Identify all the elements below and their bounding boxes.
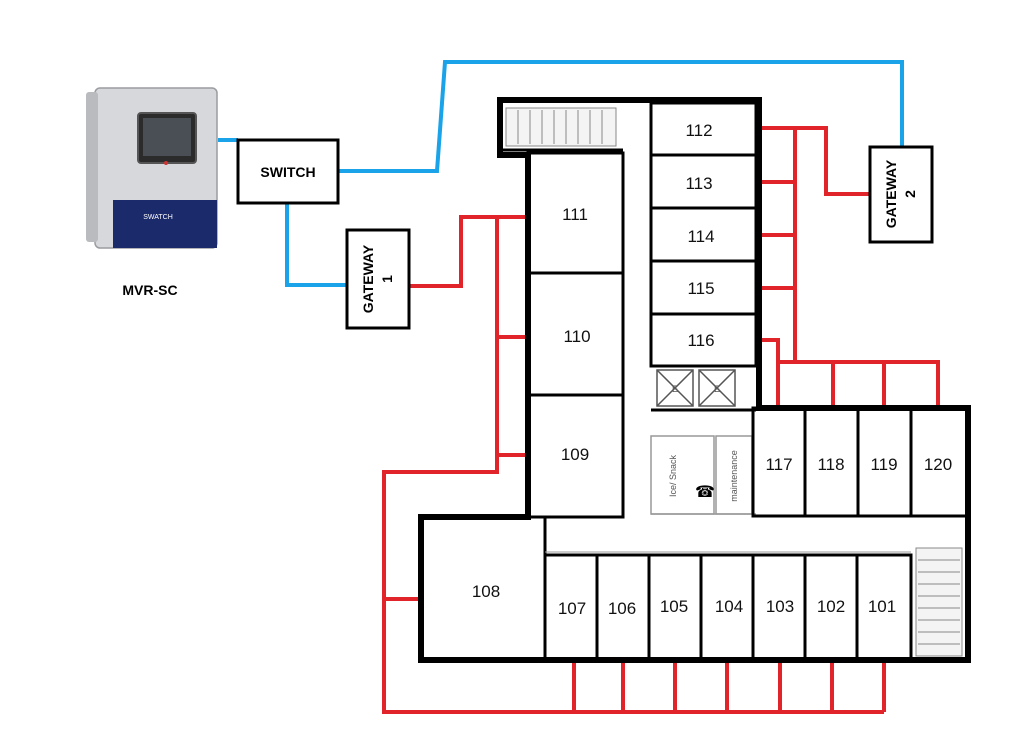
- ethernet-cables: [218, 60, 904, 287]
- device-name-label: MVR-SC: [122, 282, 177, 298]
- gateway-2-number: 2: [902, 190, 918, 198]
- gateway-1-label: GATEWAY: [360, 244, 376, 313]
- floor-plan: [418, 97, 971, 663]
- room-120: [909, 406, 970, 518]
- ice-snack-label: Ice/ Snack: [668, 454, 678, 497]
- room-109: [526, 393, 625, 519]
- room-119-label: 119: [870, 455, 897, 474]
- room-120-label: 120: [924, 455, 952, 474]
- elevator-1-label: E: [672, 384, 678, 394]
- room-117-label: 117: [765, 455, 792, 474]
- room-101: [855, 553, 913, 662]
- elevators: [656, 369, 736, 407]
- maintenance-label: maintenance: [729, 450, 739, 502]
- room-107-label: 107: [558, 599, 586, 618]
- switch-to-gateway1-cable: [285, 203, 347, 287]
- gateway1-wire: [409, 215, 528, 288]
- stairs-bottom: [915, 547, 963, 657]
- phone-icon: ☎: [695, 484, 715, 501]
- gateway-1-box: GATEWAY 1: [345, 228, 411, 330]
- mvr-sc-device: SWATCH: [86, 87, 218, 249]
- rs485-wiring: [382, 126, 940, 714]
- gateway2-wire: [761, 126, 870, 196]
- device-front-panel: [113, 200, 217, 248]
- switch-label: SWITCH: [260, 164, 315, 180]
- room-116: [649, 312, 758, 368]
- room-113-label: 113: [685, 174, 712, 193]
- room-109-label: 109: [561, 445, 589, 464]
- stairs-top: [505, 107, 617, 147]
- gateway-2-label: GATEWAY: [883, 159, 899, 228]
- room-116-117-tap: [761, 338, 780, 406]
- room-105-label: 105: [660, 597, 688, 616]
- room-114-label: 114: [687, 227, 714, 246]
- room-110-label: 110: [563, 327, 590, 346]
- west-loop-wire: [382, 455, 884, 714]
- room-102-label: 102: [817, 597, 845, 616]
- switch-box: SWITCH: [236, 138, 340, 205]
- room-115-label: 115: [687, 279, 714, 298]
- room-108-label: 108: [472, 582, 500, 601]
- east-riser-wire: [793, 128, 940, 406]
- room-111-label: 111: [562, 205, 588, 224]
- room-116-label: 116: [687, 331, 714, 350]
- ice-snack-room: [650, 435, 715, 515]
- gateway-1-number: 1: [379, 275, 395, 283]
- elevator-2-label: E: [714, 384, 720, 394]
- device-brand-text: SWATCH: [143, 214, 173, 221]
- gateway-2-box: GATEWAY 2: [868, 145, 934, 244]
- room-112-label: 112: [685, 121, 712, 140]
- room-104-label: 104: [715, 597, 743, 616]
- room-103-label: 103: [766, 597, 794, 616]
- room-118-label: 118: [817, 455, 844, 474]
- room-101-label: 101: [868, 597, 896, 616]
- switch-to-gateway2-cable: [338, 60, 904, 173]
- room-106-label: 106: [608, 599, 636, 618]
